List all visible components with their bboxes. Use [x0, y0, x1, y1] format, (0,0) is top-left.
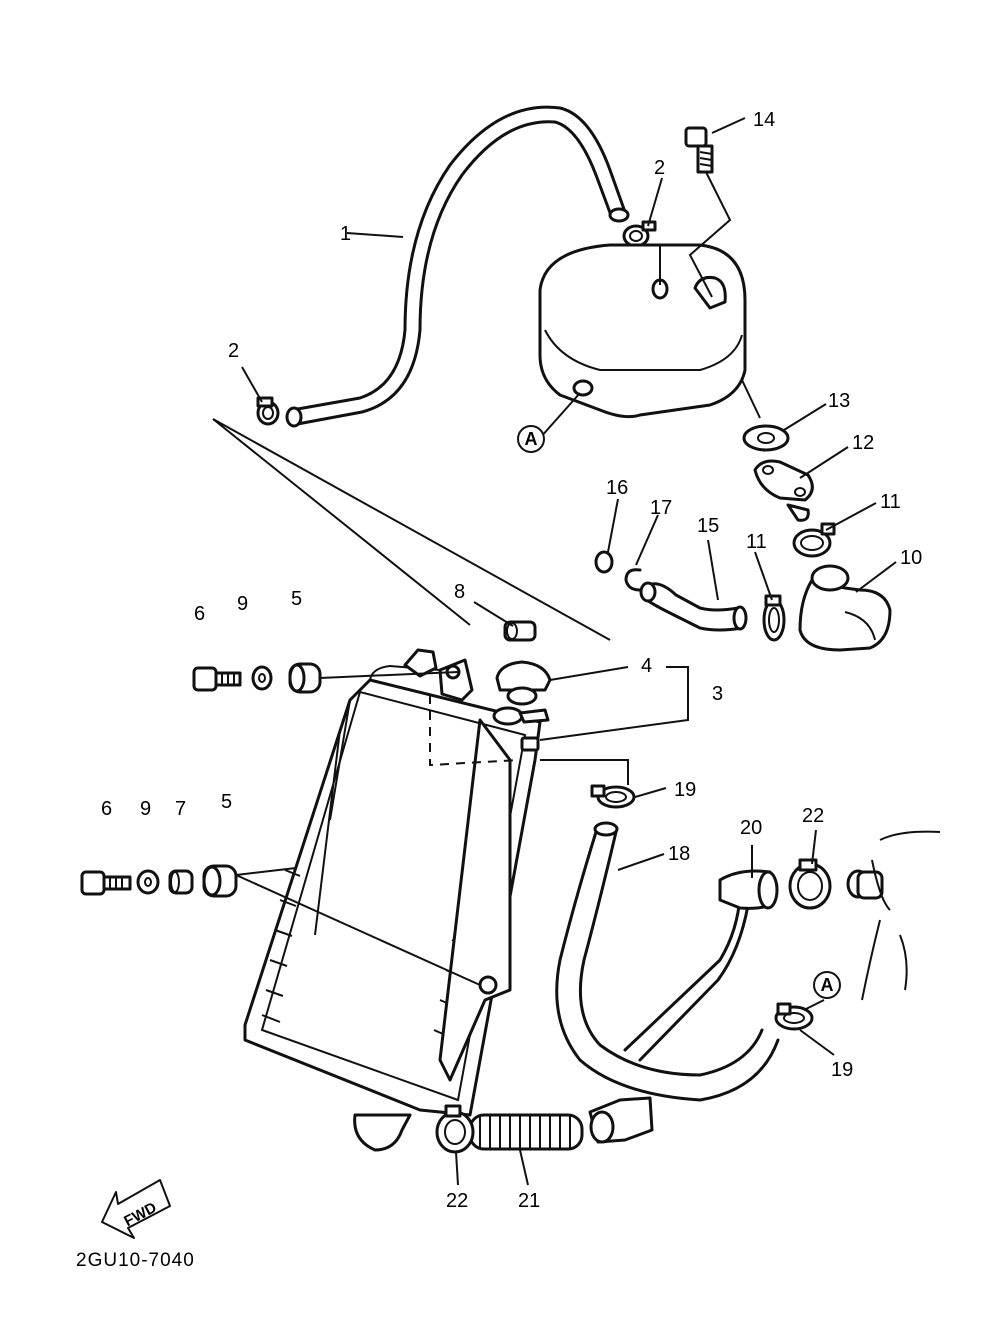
callout-16: 16 [606, 477, 628, 499]
clamp-2-left [256, 396, 280, 426]
callout-14: 14 [753, 109, 775, 131]
callout-6-upper: 6 [194, 603, 205, 625]
callout-2-top: 2 [654, 157, 665, 179]
plate-12 [753, 459, 814, 522]
clamp-11-lower [762, 594, 786, 642]
callout-2-left: 2 [228, 340, 239, 362]
callout-4: 4 [641, 655, 652, 677]
radiator-cap-4 [495, 660, 552, 706]
washer-9-lower [136, 869, 160, 895]
callout-19-lower: 19 [831, 1059, 853, 1081]
bolt-6-upper [192, 666, 242, 692]
ref-marker-a-bottom-label: A [821, 975, 834, 995]
callout-15: 15 [697, 515, 719, 537]
callout-19-upper: 19 [674, 779, 696, 801]
clamp-22-bottom [435, 1104, 475, 1154]
hose-10 [798, 564, 892, 652]
bolt-14 [684, 126, 732, 298]
callout-22-bottom: 22 [446, 1190, 468, 1212]
grommet-5-lower [202, 864, 238, 898]
collar-7 [168, 869, 194, 895]
engine-outlet [846, 830, 941, 1001]
hose-21 [468, 1113, 584, 1151]
clamp-19-lower [774, 1002, 814, 1031]
o-ring-16 [594, 550, 614, 574]
clamp-22-right [788, 858, 832, 910]
leader-lines [212, 117, 897, 1186]
callout-5-lower: 5 [221, 791, 232, 813]
bottom-hose-connector [588, 1096, 654, 1144]
gasket-13 [742, 424, 790, 452]
callout-9-lower: 9 [140, 798, 151, 820]
callout-18: 18 [668, 843, 690, 865]
callout-6-lower: 6 [101, 798, 112, 820]
reservoir-tank [538, 243, 761, 419]
callout-9-upper: 9 [237, 593, 248, 615]
ref-marker-a-bottom: A [813, 971, 841, 999]
grommet-5-upper [288, 662, 322, 694]
callout-10: 10 [900, 547, 922, 569]
clamp-2-top [622, 220, 657, 248]
figure-code: 2GU10-7040 [76, 1250, 195, 1271]
ref-marker-a-top-label: A [525, 429, 538, 449]
circlip-17 [624, 568, 642, 592]
clamp-11-upper [792, 522, 836, 558]
callout-1: 1 [340, 223, 351, 245]
callout-numbers: 1 2 2 3 4 5 5 6 6 7 8 9 9 10 11 11 12 13… [101, 109, 922, 1212]
washer-9-upper [251, 665, 273, 691]
callout-13: 13 [828, 390, 850, 412]
hose-20 [638, 869, 779, 1062]
callout-3: 3 [712, 683, 723, 705]
callout-11-upper: 11 [880, 491, 901, 513]
callout-17: 17 [650, 497, 672, 519]
callout-22-right: 22 [802, 805, 824, 827]
callout-21: 21 [518, 1190, 540, 1212]
callout-7: 7 [175, 798, 186, 820]
clamp-19-upper [590, 784, 636, 809]
ref-marker-a-top: A [517, 425, 545, 453]
pipe-15 [639, 581, 748, 632]
bolt-6-lower [80, 870, 132, 896]
callout-11-lower: 11 [746, 531, 767, 553]
hose-1 [285, 105, 630, 428]
forward-arrow: FWD [101, 1179, 171, 1239]
callout-5-upper: 5 [291, 588, 302, 610]
callout-20: 20 [740, 817, 762, 839]
callout-8: 8 [454, 581, 465, 603]
callout-12: 12 [852, 432, 874, 454]
